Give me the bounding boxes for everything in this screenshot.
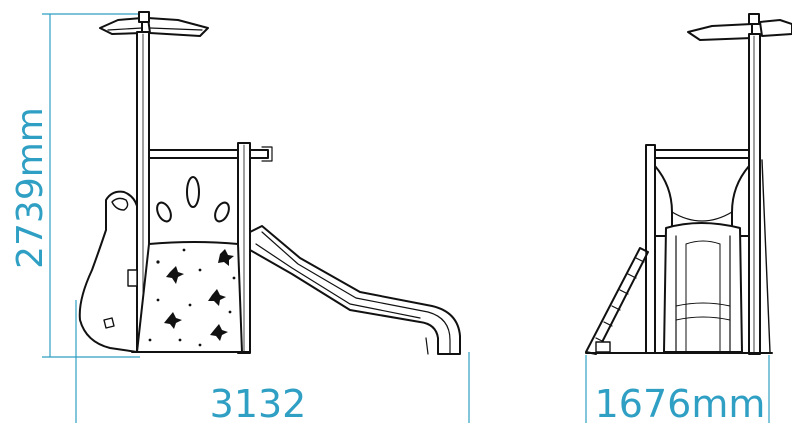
roof-propeller bbox=[99, 11, 209, 37]
end-roof-propeller bbox=[687, 13, 792, 41]
end-view bbox=[585, 13, 792, 355]
width-dimension-label: 1676mm bbox=[595, 382, 766, 423]
end-post bbox=[748, 33, 761, 355]
slide bbox=[249, 225, 461, 355]
dimension-lines bbox=[42, 13, 770, 423]
end-ladder bbox=[585, 247, 649, 355]
side-view bbox=[78, 11, 461, 355]
climbing-holds bbox=[148, 248, 236, 347]
end-slide bbox=[663, 222, 743, 353]
length-dimension-label: 3132 bbox=[210, 382, 307, 423]
height-dimension-label: 2739mm bbox=[10, 107, 51, 269]
left-side-panel bbox=[78, 190, 138, 353]
climbing-wall bbox=[136, 241, 243, 353]
